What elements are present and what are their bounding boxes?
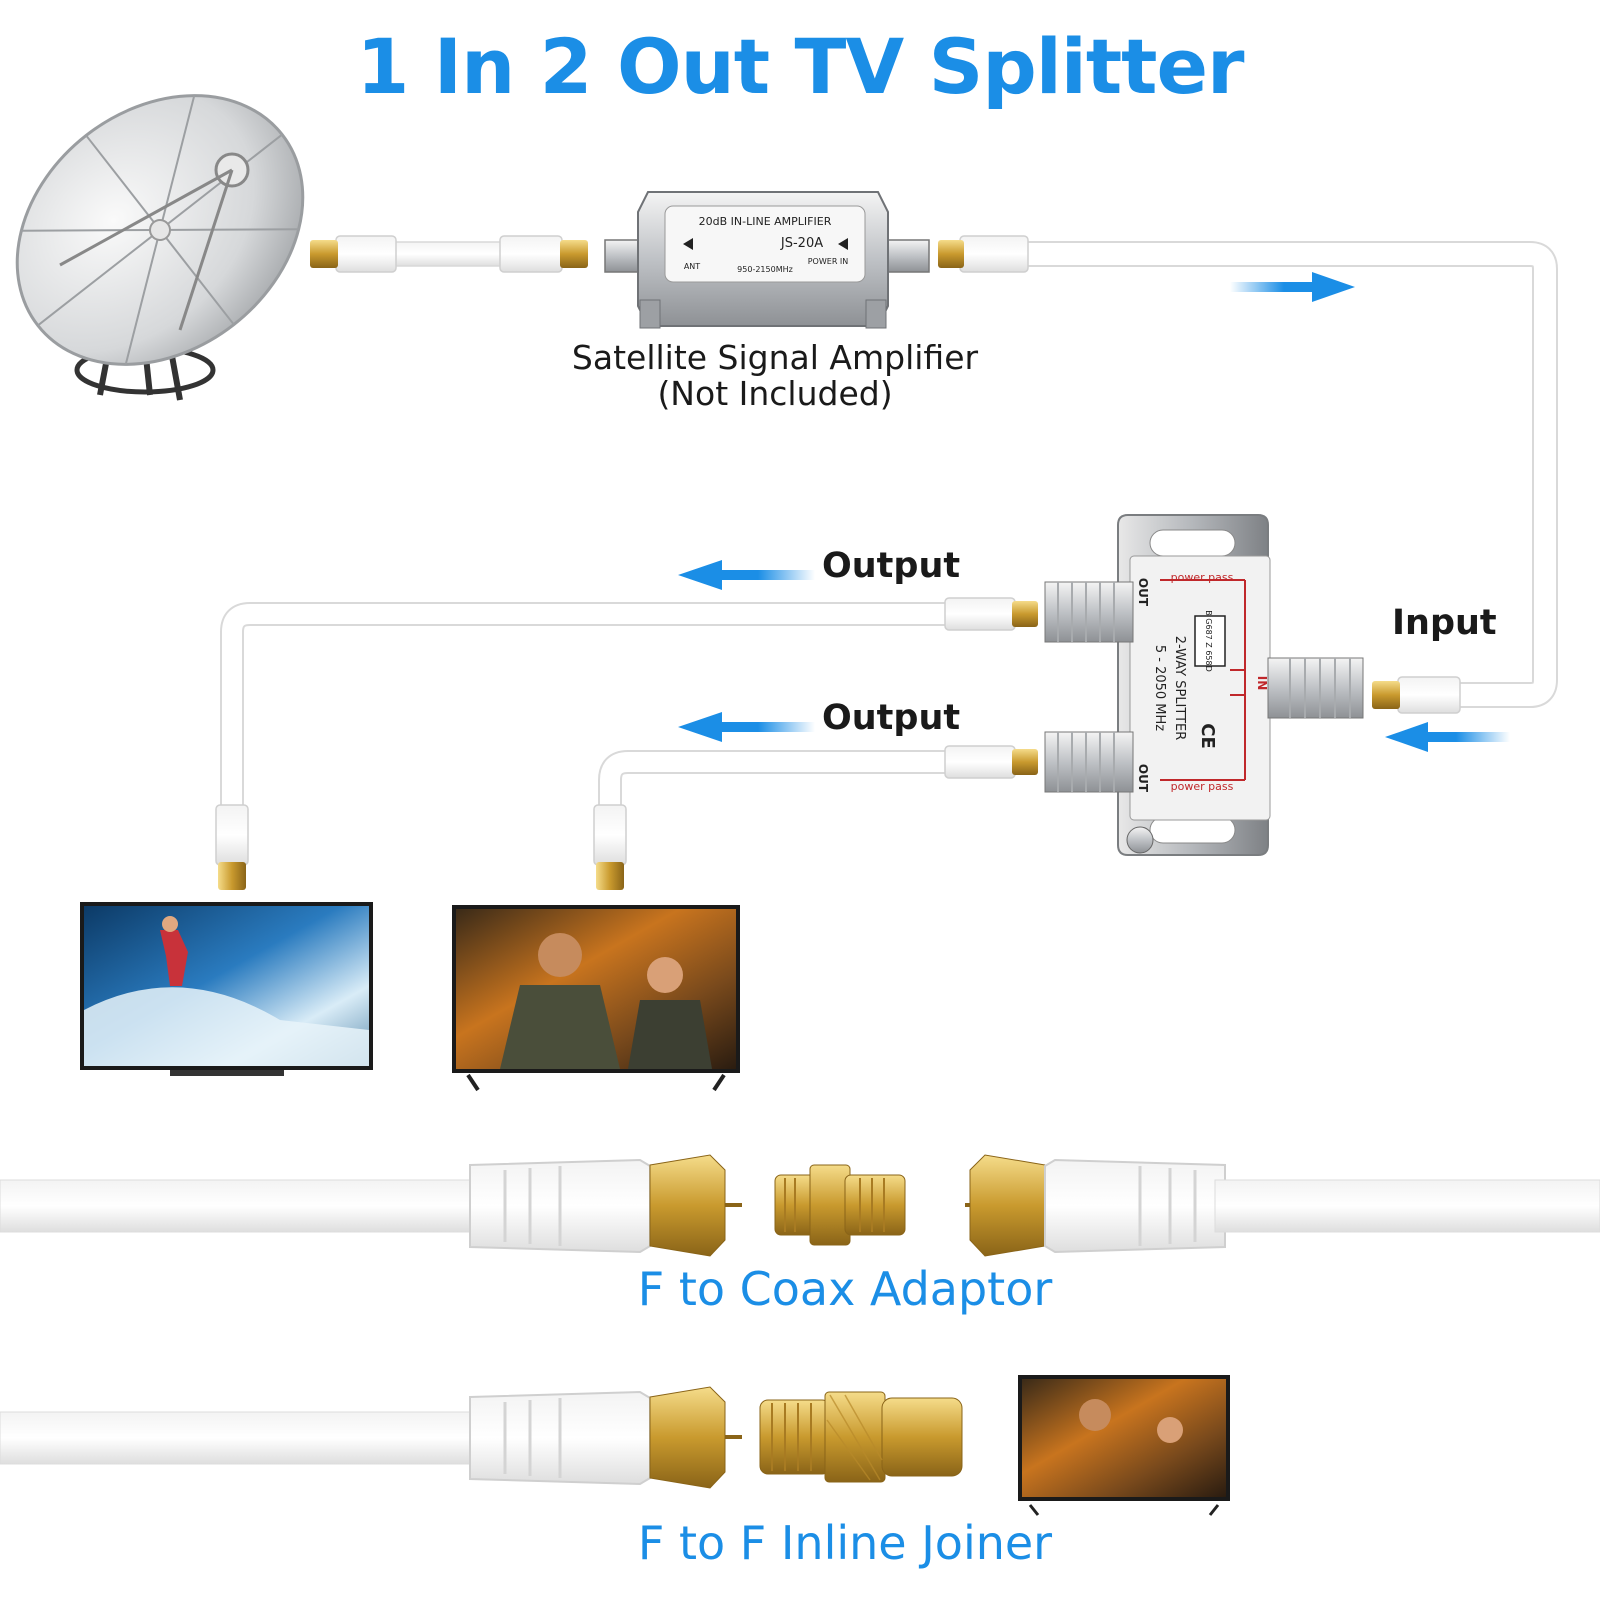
- flow-arrow-right-icon: [1230, 272, 1355, 302]
- tv-1: [80, 902, 373, 1076]
- output-label-1: Output: [822, 546, 961, 586]
- amplifier-power-label: POWER IN: [808, 257, 849, 266]
- f-connector-gold: [938, 240, 964, 268]
- amplifier-caption-line-1: Satellite Signal Amplifier: [571, 338, 979, 377]
- cable-amplifier-to-splitter: [938, 235, 1558, 714]
- flow-arrow-left-icon: [678, 712, 815, 742]
- splitter-frequency: 5 - 2050 MHz: [1152, 645, 1167, 731]
- splitter-name: 2-WAY SPLITTER: [1172, 636, 1187, 741]
- splitter-out-label-top: OUT: [1136, 578, 1150, 607]
- f-connector-gold: [649, 1386, 726, 1489]
- tv-screen-movie-small: [1022, 1379, 1226, 1497]
- amplifier-caption-line-2: (Not Included): [657, 374, 893, 413]
- ce-mark: CE: [1197, 723, 1218, 749]
- arrow-left-icon: [683, 238, 693, 250]
- inline-joiner: [759, 1399, 831, 1475]
- flow-arrow-left-icon: [678, 560, 815, 590]
- splitter-power-pass-bottom: power pass: [1171, 780, 1234, 793]
- page-title: 1 In 2 Out TV Splitter: [356, 22, 1244, 111]
- f-connector-gold: [310, 240, 338, 268]
- splitter-in-label: IN: [1255, 676, 1269, 691]
- splitter-out-label-bottom: OUT: [1136, 764, 1150, 793]
- joiner-row: [0, 1375, 1230, 1516]
- f-connector-gold: [560, 240, 588, 268]
- splitter-out-port-2: [1044, 731, 1134, 793]
- amplifier-label: 20dB IN-LINE AMPLIFIER: [699, 215, 832, 228]
- amplifier-frequency: 950-2150MHz: [737, 265, 793, 274]
- splitter-code: B G687 Z 658D: [1204, 610, 1213, 672]
- adaptor-caption: F to Coax Adaptor: [637, 1262, 1053, 1316]
- joiner-caption: F to F Inline Joiner: [637, 1516, 1053, 1570]
- arrow-left-icon: [838, 238, 848, 250]
- tv-stand: [170, 1070, 284, 1076]
- f-connector-gold: [969, 1154, 1046, 1257]
- amplifier-device: 20dB IN-LINE AMPLIFIER JS-20A ANT 950-21…: [604, 191, 930, 329]
- input-label: Input: [1392, 603, 1497, 643]
- splitter-power-pass-top: power pass: [1171, 571, 1234, 584]
- f-connector-gold: [218, 862, 246, 890]
- splitter-out-port-1: [1044, 581, 1134, 643]
- splitter-in-port: [1267, 657, 1364, 719]
- f-connector-gold: [1372, 681, 1400, 709]
- flow-arrow-left-icon: [1385, 722, 1510, 752]
- tv-2: [452, 905, 740, 1092]
- output-label-2: Output: [822, 698, 961, 738]
- satellite-dish: [15, 94, 305, 401]
- splitter-device: power pass power pass OUT OUT IN 2-WAY S…: [1044, 514, 1364, 856]
- amplifier-model: JS-20A: [780, 236, 823, 251]
- f-connector-gold: [649, 1154, 726, 1257]
- cable-dish-to-amplifier: [310, 235, 588, 273]
- f-connector-gold: [1012, 601, 1038, 627]
- f-connector-gold: [1012, 749, 1038, 775]
- f-connector-gold: [596, 862, 624, 890]
- cable-output-2: [593, 745, 1038, 890]
- cable-output-1: [215, 597, 1038, 890]
- amplifier-caption: Satellite Signal Amplifier (Not Included…: [520, 340, 1030, 412]
- amplifier-ant-label: ANT: [684, 262, 700, 271]
- adaptor-row: [0, 1154, 1600, 1257]
